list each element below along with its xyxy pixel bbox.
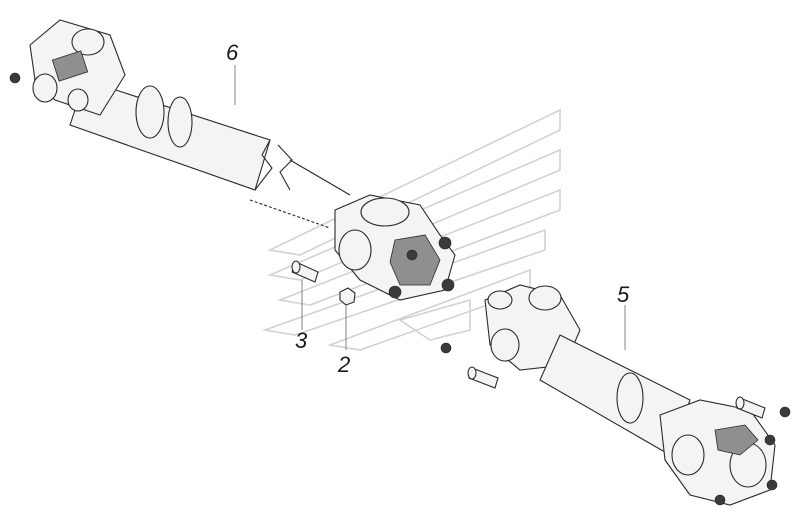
- bolt-3: [291, 260, 319, 330]
- leader-lines: [234, 65, 626, 350]
- propeller-shaft-5: [440, 284, 791, 506]
- callout-5: 5: [617, 282, 630, 307]
- nut-2: [339, 287, 356, 350]
- propeller-shaft-6: [9, 19, 351, 229]
- callout-2: 2: [337, 352, 350, 377]
- callout-6: 6: [226, 40, 239, 65]
- center-flange-yoke: [334, 194, 456, 301]
- callout-3: 3: [295, 328, 308, 353]
